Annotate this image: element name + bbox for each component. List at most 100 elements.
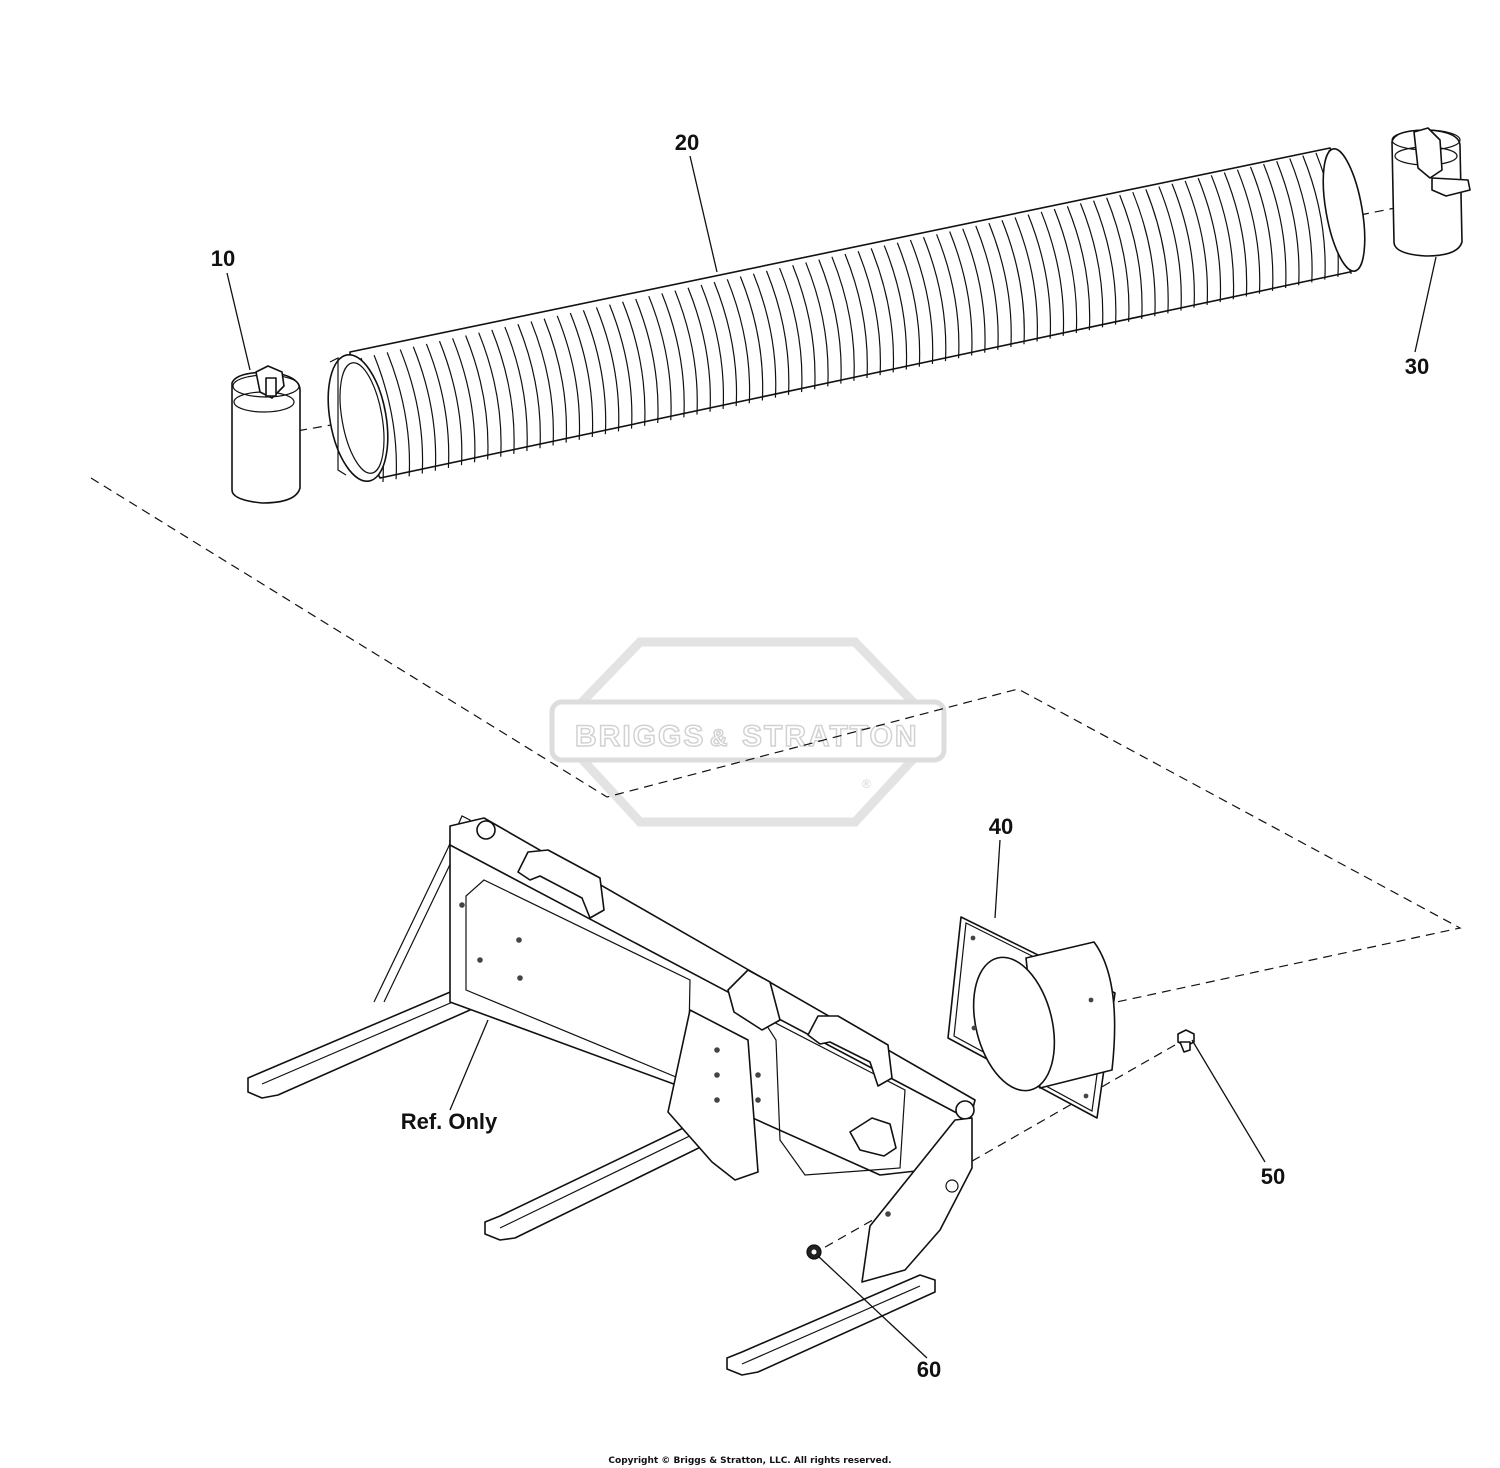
frame-left-brace — [373, 815, 471, 1003]
hose-rib — [1040, 211, 1065, 336]
frame-inner-panel-right — [758, 1013, 906, 1176]
hose-rib — [1302, 155, 1326, 280]
leader-20 — [689, 155, 718, 273]
flex-hose — [327, 147, 1366, 483]
copyright-notice: Copyright © Briggs & Stratton, LLC. All … — [608, 1456, 891, 1466]
leader-30 — [1414, 256, 1437, 353]
hose-rib — [1014, 217, 1038, 342]
hose-rib — [661, 293, 685, 418]
callout-labels: 10 20 30 40 50 60 Ref. Only — [211, 130, 1429, 1382]
hose-rib — [1092, 200, 1117, 325]
leader-lines — [226, 155, 1437, 1359]
watermark: BRIGGS & STRATTON ® — [548, 637, 947, 827]
hose-rib — [412, 346, 437, 471]
hose-rib — [622, 301, 646, 426]
watermark-brand-right: STRATTON — [742, 720, 919, 753]
bolt-50 — [1177, 1029, 1195, 1053]
hose-rib — [687, 287, 711, 412]
hose-rib — [713, 281, 738, 407]
leader-60 — [817, 1255, 928, 1359]
hose-rib — [1027, 214, 1052, 339]
leader-ref — [449, 1019, 489, 1111]
hose-rib — [438, 340, 463, 466]
hose-rib — [1289, 158, 1313, 283]
adapter-hole-4 — [1083, 1093, 1089, 1099]
hose-end-flap — [329, 357, 347, 476]
frame-center-bracket — [727, 969, 781, 1031]
hose-rib — [1119, 194, 1143, 320]
hose-rib — [922, 236, 947, 362]
hose-rib — [569, 312, 594, 438]
hose-rib — [517, 324, 541, 449]
hose-rib — [530, 321, 554, 446]
nut-60-axis-dash — [819, 1212, 886, 1251]
hose-rib — [1158, 186, 1182, 311]
callout-20: 20 — [675, 130, 699, 155]
duct-adapter-40 — [947, 916, 1116, 1119]
hose-rib — [1132, 191, 1156, 317]
hose-rib — [465, 335, 489, 460]
hose-rib — [857, 250, 881, 376]
frame-handle-left — [517, 849, 605, 919]
hose-rib — [1106, 197, 1130, 322]
hose-rib — [674, 290, 698, 415]
watermark-registered: ® — [862, 777, 871, 791]
clamp-10-band — [231, 371, 301, 504]
hose-rib — [975, 225, 999, 350]
hose-rib — [896, 242, 921, 367]
frame-center-upright — [667, 1009, 759, 1181]
hose-rib — [399, 349, 424, 474]
hose-rib — [556, 315, 581, 440]
leader-50 — [1191, 1039, 1266, 1163]
hose-rib — [595, 307, 620, 432]
hose-rib — [1001, 220, 1025, 345]
frame-pivot-left — [476, 820, 496, 840]
adapter-mouth — [972, 956, 1056, 1092]
leader-10 — [226, 272, 251, 371]
frame-fork-left-channel — [261, 1000, 456, 1085]
hose-rib — [752, 273, 777, 398]
watermark-brand-left: BRIGGS — [575, 720, 705, 753]
hose-rib — [543, 318, 568, 443]
hose-rib — [1263, 163, 1287, 289]
hose-rib — [988, 222, 1012, 348]
hose-rib — [779, 267, 803, 393]
callout-40: 40 — [989, 814, 1013, 839]
frame-fork-right-channel — [741, 1285, 921, 1365]
nut-60 — [806, 1244, 822, 1260]
hose-rib — [478, 332, 502, 457]
hose-rib — [1236, 169, 1261, 294]
hose-rib — [1184, 180, 1209, 305]
hose-rib — [1223, 172, 1248, 297]
hose-rib — [700, 284, 725, 409]
hose-rib — [949, 231, 973, 356]
assembly-boundary-dash — [90, 477, 1462, 1004]
hose-rib — [1145, 189, 1169, 314]
nut-60-hole — [811, 1249, 817, 1255]
hose-rib — [1053, 208, 1078, 334]
hose-rib — [831, 256, 855, 381]
hose-rib — [1249, 166, 1274, 291]
adapter-hole-3 — [971, 1025, 977, 1031]
frame-handle-right — [807, 1015, 893, 1087]
hose-rib — [1210, 175, 1235, 300]
clamp-10-screw — [265, 377, 277, 397]
hose-rib — [635, 298, 659, 424]
bolt-50-axis-dash — [959, 1044, 1176, 1169]
leader-40 — [994, 839, 1001, 919]
hose-rib — [844, 253, 868, 379]
hose-ribs — [360, 149, 1352, 483]
hose-rib — [491, 329, 515, 454]
adapter-hole-2 — [1088, 997, 1094, 1003]
clamp-10 — [231, 365, 301, 504]
hose-rib — [883, 245, 908, 370]
hose-rib — [1079, 203, 1104, 328]
hose-rib — [582, 309, 607, 435]
callout-50: 50 — [1261, 1164, 1285, 1189]
frame-fork-middle-channel — [499, 1130, 701, 1229]
callout-30: 30 — [1405, 354, 1429, 379]
clamp-30-screw-housing — [1413, 127, 1443, 179]
hose-rib — [805, 262, 829, 387]
callout-ref-only: Ref. Only — [401, 1109, 498, 1134]
hose-rib — [648, 295, 672, 421]
